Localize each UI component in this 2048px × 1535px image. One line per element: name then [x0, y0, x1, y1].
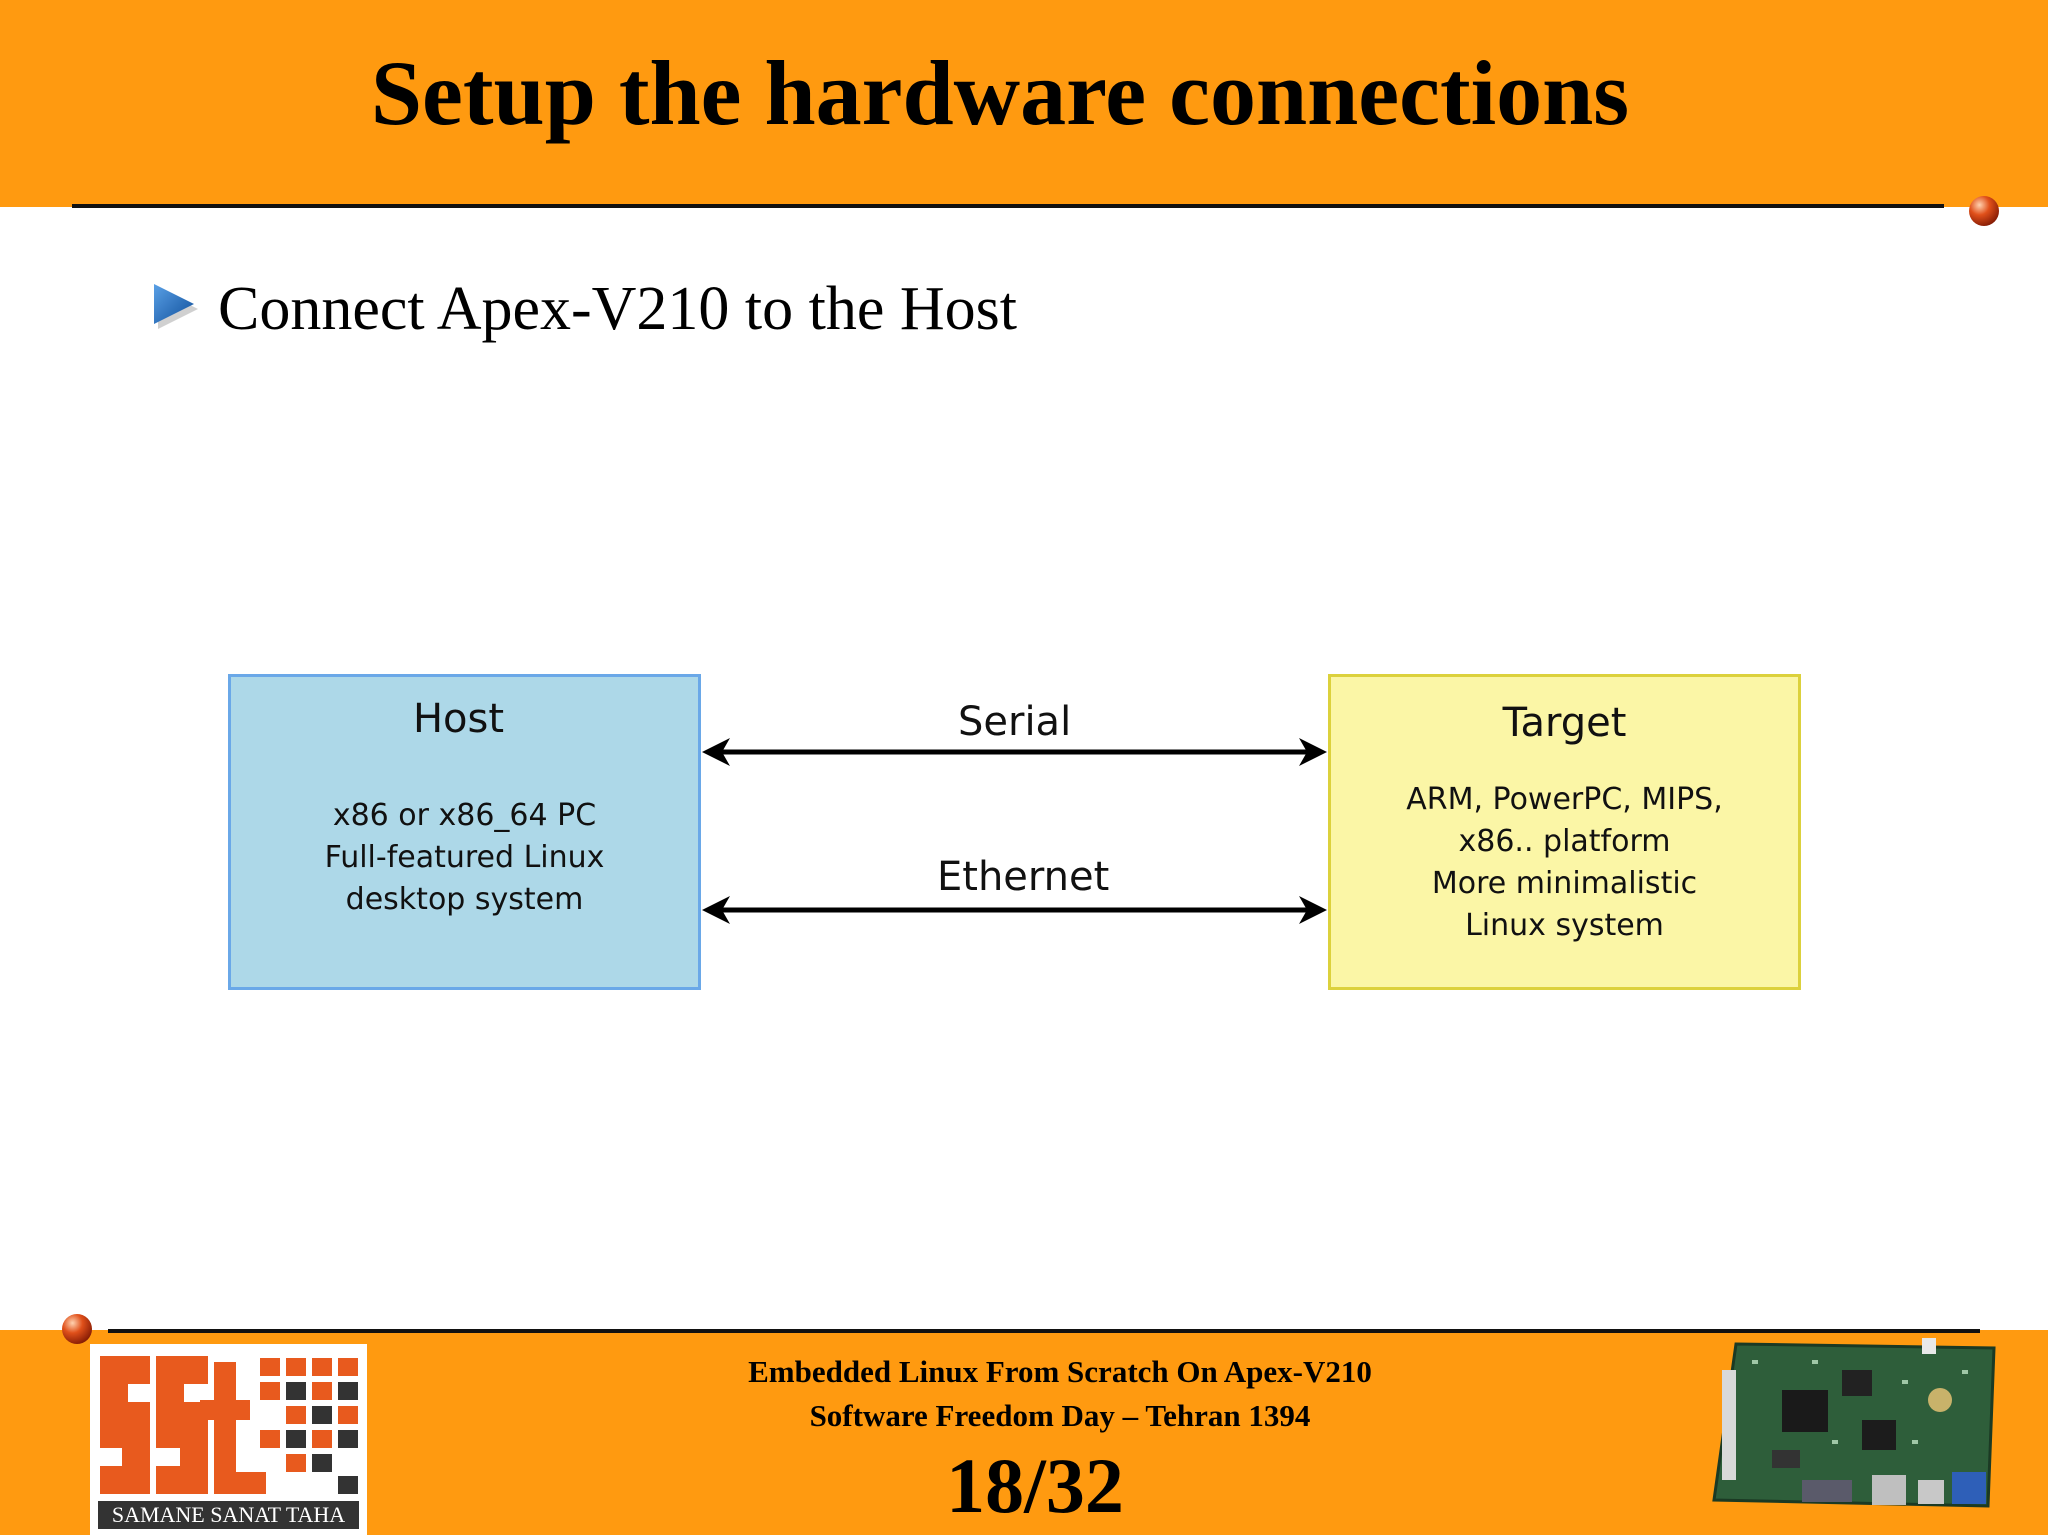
host-line: Full-featured Linux — [324, 840, 605, 875]
circuit-board-image — [1712, 1338, 1996, 1508]
host-line: x86 or x86_64 PC — [332, 798, 597, 833]
target-line: Linux system — [1465, 908, 1664, 943]
logo-caption: SAMANE SANAT TAHA — [98, 1501, 359, 1529]
footer-presentation-title: Embedded Linux From Scratch On Apex-V210 — [748, 1354, 1372, 1389]
target-description: ARM, PowerPC, MIPS, x86.. platform More … — [1331, 779, 1798, 947]
ethernet-arrow-head-left — [702, 896, 730, 924]
host-box: Host x86 or x86_64 PC Full-featured Linu… — [228, 674, 701, 990]
slide-header — [0, 0, 2048, 207]
target-line: More minimalistic — [1431, 866, 1698, 901]
footer-event-name: Software Freedom Day – Tehran 1394 — [809, 1398, 1311, 1433]
sst-logo-mark — [100, 1356, 358, 1494]
ethernet-arrow-head-right — [1299, 896, 1327, 924]
header-divider — [72, 204, 1944, 208]
red-sphere-icon — [62, 1314, 92, 1344]
page-number: 18/32 — [946, 1442, 1124, 1529]
host-description: x86 or x86_64 PC Full-featured Linux des… — [231, 795, 698, 921]
slide-title: Setup the hardware connections — [370, 42, 1630, 144]
target-line: x86.. platform — [1458, 824, 1671, 859]
serial-label: Serial — [958, 699, 1072, 745]
red-sphere-icon — [1969, 196, 1999, 226]
target-line: ARM, PowerPC, MIPS, — [1406, 782, 1723, 817]
serial-arrow-head-right — [1299, 738, 1327, 766]
ethernet-label: Ethernet — [937, 854, 1110, 900]
host-title: Host — [412, 696, 505, 742]
serial-arrow-head-left — [702, 738, 730, 766]
sst-logo: SAMANE SANAT TAHA — [90, 1344, 367, 1535]
host-line: desktop system — [345, 882, 584, 917]
bullet-text: Connect Apex-V210 to the Host — [218, 275, 1018, 343]
target-title: Target — [1502, 700, 1627, 746]
blue-triangle-icon — [154, 284, 198, 329]
target-box: Target ARM, PowerPC, MIPS, x86.. platfor… — [1328, 674, 1801, 990]
footer-divider — [108, 1329, 1980, 1333]
